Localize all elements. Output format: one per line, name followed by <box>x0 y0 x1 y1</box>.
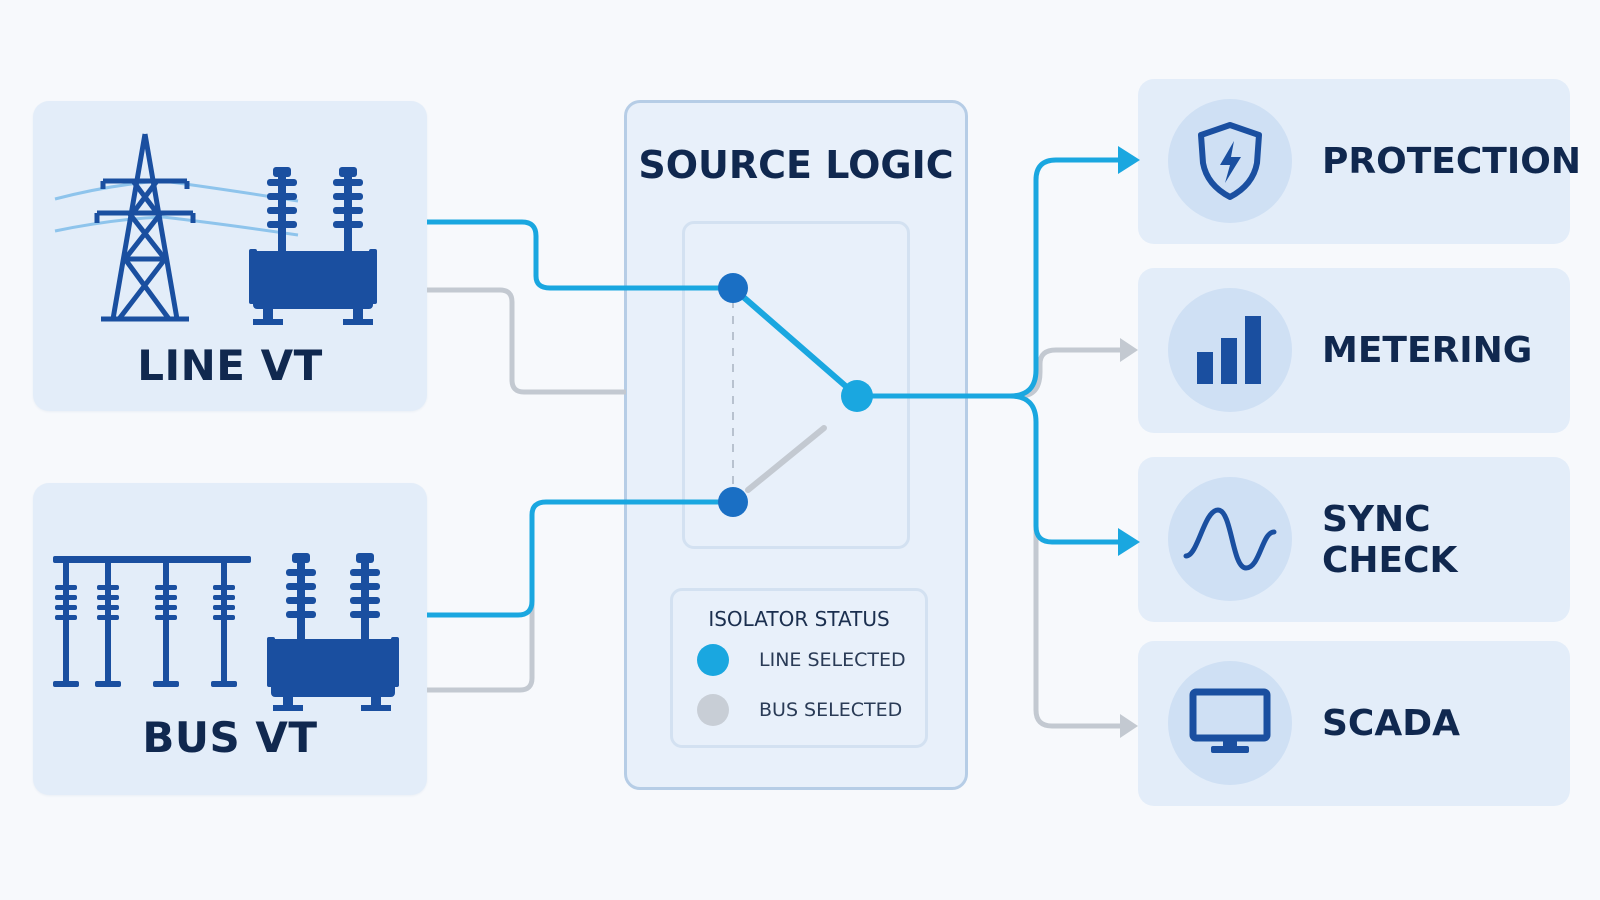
transmission-tower-icon <box>54 133 377 325</box>
switch-inactive-blade <box>745 425 827 493</box>
isolator-status-title: ISOLATOR STATUS <box>708 607 890 631</box>
status-label-line: LINE SELECTED <box>759 649 906 671</box>
sine-wave-icon <box>1183 507 1277 571</box>
scada-icon-circle <box>1168 661 1292 785</box>
selector-switch-box <box>682 221 910 549</box>
bus-vt-card: BUS VT <box>33 483 427 795</box>
isolator-status-box: ISOLATOR STATUS LINE SELECTED BUS SELECT… <box>670 588 928 748</box>
bus-vt-title: BUS VT <box>142 713 318 762</box>
output-wire-sync-check <box>1009 393 1124 545</box>
output-card-metering: METERING <box>1138 268 1570 433</box>
status-row-line-selected: LINE SELECTED <box>697 643 906 677</box>
sync-check-arrow <box>1118 528 1140 556</box>
switch-line-node <box>718 273 748 303</box>
scada-arrow <box>1120 714 1138 738</box>
sync-check-label: SYNC CHECK <box>1322 498 1458 581</box>
bar-chart-icon <box>1197 316 1261 384</box>
bus-vt-wire <box>427 499 732 618</box>
output-wire-scada <box>1033 430 1126 729</box>
switch-active-blade <box>730 285 860 399</box>
switch-bus-node <box>718 487 748 517</box>
metering-icon-circle <box>1168 288 1292 412</box>
source-logic-panel: SOURCE LOGIC ISOLATOR STATUS LINE SELECT… <box>624 100 968 790</box>
bus-selected-indicator <box>697 694 729 726</box>
source-logic-title: SOURCE LOGIC <box>638 143 954 187</box>
bus-vt-bypass-wire <box>427 598 535 693</box>
monitor-icon <box>1189 688 1271 753</box>
output-card-scada: SCADA <box>1138 641 1570 806</box>
scada-label: SCADA <box>1322 703 1460 744</box>
switch-output-node <box>841 380 873 412</box>
output-card-sync-check: SYNC CHECK <box>1138 457 1570 622</box>
sync-check-icon-circle <box>1168 477 1292 601</box>
line-vt-title: LINE VT <box>137 341 323 390</box>
busbar-transformer-icon <box>53 553 399 711</box>
line-selected-indicator <box>697 644 729 676</box>
line-vt-bypass-wire <box>427 287 626 395</box>
protection-arrow <box>1118 146 1140 174</box>
protection-icon-circle <box>1168 99 1292 223</box>
output-wire-metering <box>1019 347 1126 399</box>
output-bus-wire <box>872 157 1124 399</box>
shield-lightning-icon <box>1198 122 1262 200</box>
line-vt-wire <box>427 219 732 291</box>
metering-label: METERING <box>1322 330 1533 371</box>
protection-label: PROTECTION <box>1322 141 1581 182</box>
metering-arrow <box>1120 338 1138 362</box>
output-card-protection: PROTECTION <box>1138 79 1581 244</box>
status-label-bus: BUS SELECTED <box>759 699 903 721</box>
line-vt-card: LINE VT <box>33 101 427 411</box>
status-row-bus-selected: BUS SELECTED <box>697 693 902 727</box>
